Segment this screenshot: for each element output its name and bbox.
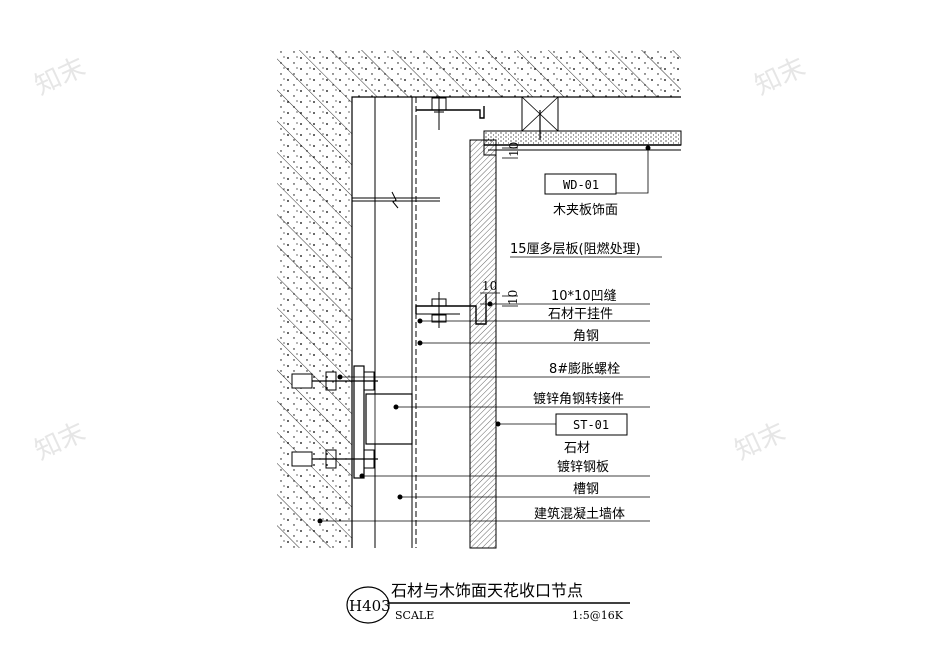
dim-groove-w: 10 (482, 279, 497, 293)
leader-lines (320, 148, 662, 522)
label-galvanized-plate: 镀锌钢板 (557, 459, 609, 475)
watermark: 知末 (30, 417, 90, 466)
label-channel-steel: 槽钢 (573, 482, 599, 497)
tie-rod (352, 191, 440, 209)
label-wd-name: 木夹板饰面 (553, 203, 618, 218)
ceiling-assembly (483, 96, 682, 156)
st-code-box (555, 413, 628, 436)
label-galvanized-adapter: 镀锌角钢转接件 (533, 391, 624, 407)
label-concrete-wall: 建筑混凝土墙体 (534, 506, 625, 522)
title-block: H403 石材与木饰面天花收口节点 SCALE 1:5@16K (346, 581, 630, 624)
leader-dots (317, 145, 651, 524)
dim-top-gap: 10 (507, 142, 521, 157)
wd-code-box (544, 173, 617, 195)
top-hanger-bracket (415, 96, 485, 140)
label-stone-hanger: 石材干挂件 (548, 307, 613, 322)
watermark: 知末 (730, 417, 790, 466)
concrete-wall (277, 50, 681, 548)
label-groove: 10*10凹缝 (551, 289, 617, 304)
dimensions: 10 10 10 (480, 142, 521, 307)
watermark-group: 知末 知末 知末 知末 (30, 52, 810, 466)
watermark: 知末 (750, 52, 810, 101)
dim-groove-h: 10 (506, 290, 520, 305)
label-st-code: ST-01 (573, 418, 609, 432)
watermark: 知末 (30, 52, 90, 101)
label-multilayer-board: 15厘多层板(阻燃处理) (510, 241, 641, 257)
label-angle-steel: 角钢 (573, 329, 599, 344)
anchor-assembly (291, 365, 413, 479)
mid-hanger-bracket (415, 292, 487, 328)
scale-value: 1:5@16K (572, 609, 624, 622)
channel-steel (374, 97, 417, 548)
label-stone: 石材 (564, 441, 590, 456)
label-wd-code: WD-01 (563, 178, 599, 192)
drawing-code: H403 (349, 597, 391, 615)
drawing-title: 石材与木饰面天花收口节点 (391, 581, 583, 600)
label-expansion-bolt: 8#膨胀螺栓 (549, 362, 620, 377)
stone-panel (469, 139, 497, 549)
scale-label: SCALE (395, 609, 434, 622)
